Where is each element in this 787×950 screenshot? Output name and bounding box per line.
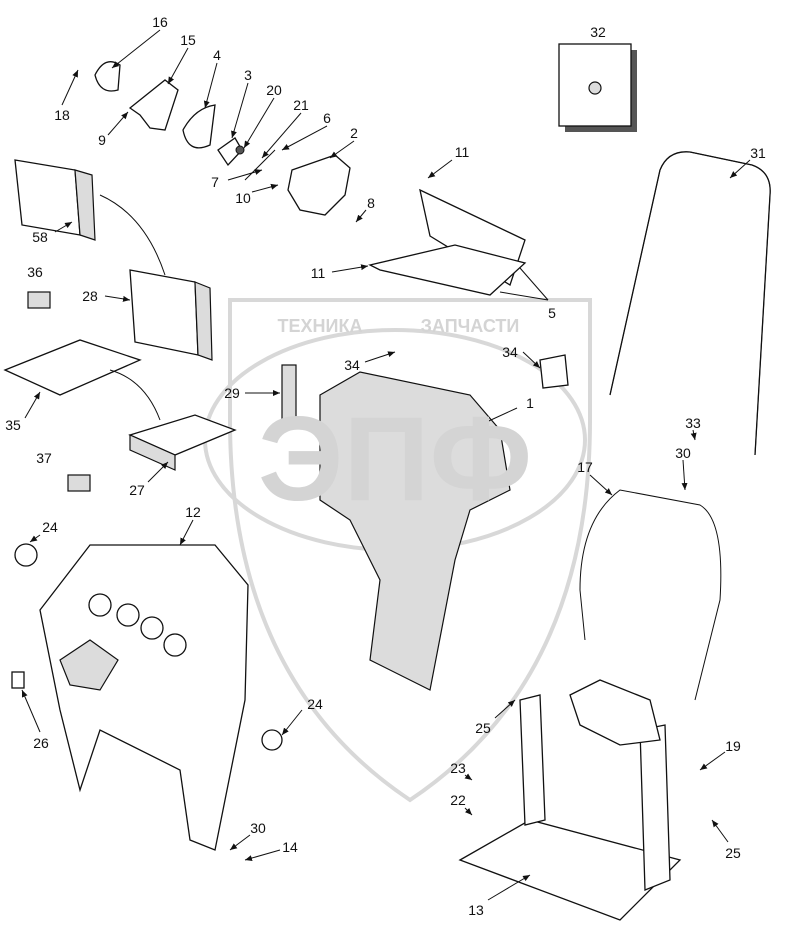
callout-9: 9 (98, 132, 106, 148)
callout-3: 3 (244, 67, 252, 83)
callout-5: 5 (548, 305, 556, 321)
part-12 (11, 543, 283, 851)
callout-11: 11 (455, 144, 470, 160)
callout-12: 12 (185, 504, 201, 520)
callout-25: 25 (475, 720, 491, 736)
callout-10: 10 (235, 190, 251, 206)
part-1 (319, 371, 511, 691)
callout-31: 31 (750, 145, 766, 161)
watermark-logo-layer: ЭПФ (258, 392, 532, 526)
callout-23: 23 (450, 760, 466, 776)
callout-21: 21 (293, 97, 309, 113)
small-parts-top (94, 61, 527, 296)
callout-20: 20 (266, 82, 282, 98)
callout-27: 27 (129, 482, 145, 498)
part-17 (579, 489, 722, 701)
callout-32: 32 (590, 24, 606, 40)
callout-37: 37 (36, 450, 52, 466)
callout-15: 15 (180, 32, 196, 48)
callout-6: 6 (323, 110, 331, 126)
part-31 (609, 151, 771, 456)
callout-labels: 16 15 4 3 20 21 6 2 18 9 11 7 10 8 58 36… (5, 14, 766, 918)
callout-58: 58 (32, 229, 48, 245)
watermark-text-left: ТЕХНИКА (278, 316, 363, 336)
callout-30b: 30 (250, 820, 266, 836)
callout-16: 16 (152, 14, 168, 30)
part-32 (558, 43, 637, 132)
watermark-text-right: ЗАПЧАСТИ (421, 316, 520, 336)
callout-17: 17 (577, 459, 593, 475)
callout-4: 4 (213, 47, 221, 63)
callout-29: 29 (224, 385, 240, 401)
callout-19: 19 (725, 738, 741, 754)
callout-7: 7 (211, 174, 219, 190)
callout-13: 13 (468, 902, 484, 918)
callout-30: 30 (675, 445, 691, 461)
callout-25b: 25 (725, 845, 741, 861)
callout-26: 26 (33, 735, 49, 751)
callout-36: 36 (27, 264, 43, 280)
leader-lines (21, 29, 751, 901)
callout-34b: 34 (502, 344, 518, 360)
callout-33: 33 (685, 415, 701, 431)
callout-28: 28 (82, 288, 98, 304)
callout-2: 2 (350, 125, 358, 141)
callout-14: 14 (282, 839, 298, 855)
foam-pads (3, 159, 569, 492)
callout-24: 24 (42, 519, 58, 535)
callout-1: 1 (526, 395, 534, 411)
callout-34: 34 (344, 357, 360, 373)
watermark-logo: ЭПФ (258, 392, 532, 526)
part-13 (458, 679, 682, 921)
callout-11b: 11 (311, 265, 326, 281)
callout-18: 18 (54, 107, 70, 123)
callout-22: 22 (450, 792, 466, 808)
callout-35: 35 (5, 417, 21, 433)
callout-8: 8 (367, 195, 375, 211)
callout-24b: 24 (307, 696, 323, 712)
